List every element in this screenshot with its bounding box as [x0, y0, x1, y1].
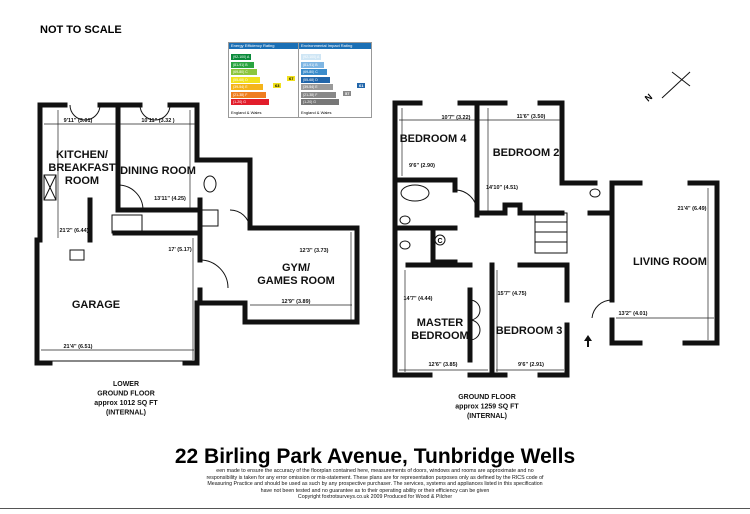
- env-potential: 61: [357, 83, 366, 88]
- disclaimer-line: responsibility is taken for any error om…: [206, 474, 544, 481]
- room-garage: GARAGE: [72, 299, 120, 311]
- rating-band: (81-91) B: [301, 61, 324, 68]
- dim-garage-length: 17' (5.17): [168, 247, 191, 253]
- dim-dining-length: 13'11" (4.25): [154, 196, 186, 202]
- north-compass-icon: N: [643, 71, 691, 104]
- lower-caption: GROUND FLOOR: [97, 391, 155, 398]
- ground-caption: approx 1259 SQ FT: [455, 404, 519, 411]
- rating-band: (92-100) A: [301, 54, 321, 60]
- room-gym: GYM/: [282, 262, 310, 274]
- room-living: LIVING ROOM: [633, 256, 707, 268]
- dim-kitchen-length: 21'2" (6.44): [60, 228, 89, 234]
- room-kitchen: KITCHEN/: [56, 149, 108, 161]
- dim-bed2-length: 14'10" (4.51): [486, 185, 518, 191]
- epc-region: England & Wales: [231, 110, 262, 115]
- rating-band: (1-20) G: [231, 99, 269, 105]
- dim-dining-width: 10'11" (3.32 ): [141, 118, 174, 124]
- disclaimer-line: Measuring Practice and should be used as…: [207, 481, 543, 488]
- rating-band: (39-54) E: [231, 84, 263, 90]
- eir-region: England & Wales: [301, 110, 332, 115]
- dim-living-width: 13'2" (4.01): [619, 311, 648, 317]
- dim-bed4-width: 10'7" (3.22): [442, 115, 471, 121]
- dim-gym-length: 12'3" (3.73): [300, 248, 329, 254]
- dim-kitchen-width: 9'11" (3.01): [64, 118, 93, 124]
- ground-floor-plan: C BEDROOM 4 BEDROOM 2 LIVING ROOM MASTER…: [392, 100, 720, 420]
- rating-band: (55-68) D: [231, 76, 260, 83]
- disclaimer: een made to ensure the accuracy of the f…: [140, 468, 610, 501]
- rating-band: (1-20) G: [301, 99, 339, 105]
- env-current: 57: [343, 91, 352, 96]
- rating-band: (92-100) A: [231, 54, 251, 60]
- eir-title: Environmental Impact Rating: [299, 43, 371, 49]
- entrance-arrow-icon: [584, 335, 592, 347]
- dim-bed4-length: 9'6" (2.90): [409, 163, 435, 169]
- room-master-bedroom: BEDROOM: [411, 330, 468, 342]
- environmental-impact-chart: Environmental Impact Rating (92-100) A(8…: [298, 42, 372, 118]
- room-bedroom-2: BEDROOM 2: [493, 147, 560, 159]
- rating-band: (81-91) B: [231, 61, 254, 68]
- dim-bed3-width: 9'6" (2.91): [518, 362, 544, 368]
- lower-caption: LOWER: [113, 381, 139, 388]
- ground-caption: GROUND FLOOR: [458, 394, 516, 401]
- room-bedroom-4: BEDROOM 4: [400, 133, 468, 145]
- rating-band: (39-54) E: [301, 84, 333, 90]
- rating-band: (21-38) F: [301, 91, 336, 98]
- room-gym: GAMES ROOM: [257, 275, 335, 287]
- energy-potential: 67: [287, 76, 296, 81]
- lower-caption: (INTERNAL): [106, 410, 146, 417]
- lower-caption: approx 1012 SQ FT: [94, 400, 158, 407]
- room-kitchen: BREAKFAST: [48, 162, 116, 174]
- rating-band: (21-38) F: [231, 91, 266, 98]
- dim-garage-width: 21'4" (6.51): [64, 344, 93, 350]
- bottom-border: [0, 508, 750, 509]
- dim-master-width: 12'6" (3.85): [429, 362, 458, 368]
- dim-living-length: 21'4" (6.49): [678, 206, 707, 212]
- dim-gym-width: 12'9" (3.89): [282, 299, 311, 305]
- dim-bed3-length: 15'7" (4.75): [498, 291, 527, 297]
- rating-band: (55-68) D: [301, 76, 330, 83]
- room-bedroom-3: BEDROOM 3: [496, 325, 563, 337]
- disclaimer-line: een made to ensure the accuracy of the f…: [216, 468, 534, 474]
- copyright-line: Copyright foxtrotsurveys.co.uk 2009 Prod…: [297, 494, 453, 501]
- room-dining: DINING ROOM: [120, 165, 196, 177]
- disclaimer-line: have not been tested and no guarantee as…: [260, 487, 490, 494]
- ground-caption: (INTERNAL): [467, 413, 507, 420]
- cupboard-label: C: [437, 238, 442, 245]
- epc-title: Energy Efficiency Rating: [229, 43, 301, 49]
- energy-current: 63: [273, 83, 282, 88]
- dim-master-length: 14'7" (4.44): [404, 296, 433, 302]
- lower-floor-plan: KITCHEN/ BREAKFAST ROOM DINING ROOM GARA…: [34, 102, 360, 417]
- cupboard-icon: [434, 234, 446, 246]
- dim-bed2-width: 11'6" (3.50): [517, 114, 546, 120]
- rating-band: (69-80) C: [301, 69, 327, 75]
- room-master-bedroom: MASTER: [417, 317, 464, 329]
- room-kitchen: ROOM: [65, 175, 99, 187]
- rating-band: (69-80) C: [231, 69, 257, 75]
- svg-text:N: N: [643, 92, 654, 104]
- not-to-scale-label: NOT TO SCALE: [40, 24, 122, 36]
- property-address-title: 22 Birling Park Avenue, Tunbridge Wells: [174, 445, 576, 468]
